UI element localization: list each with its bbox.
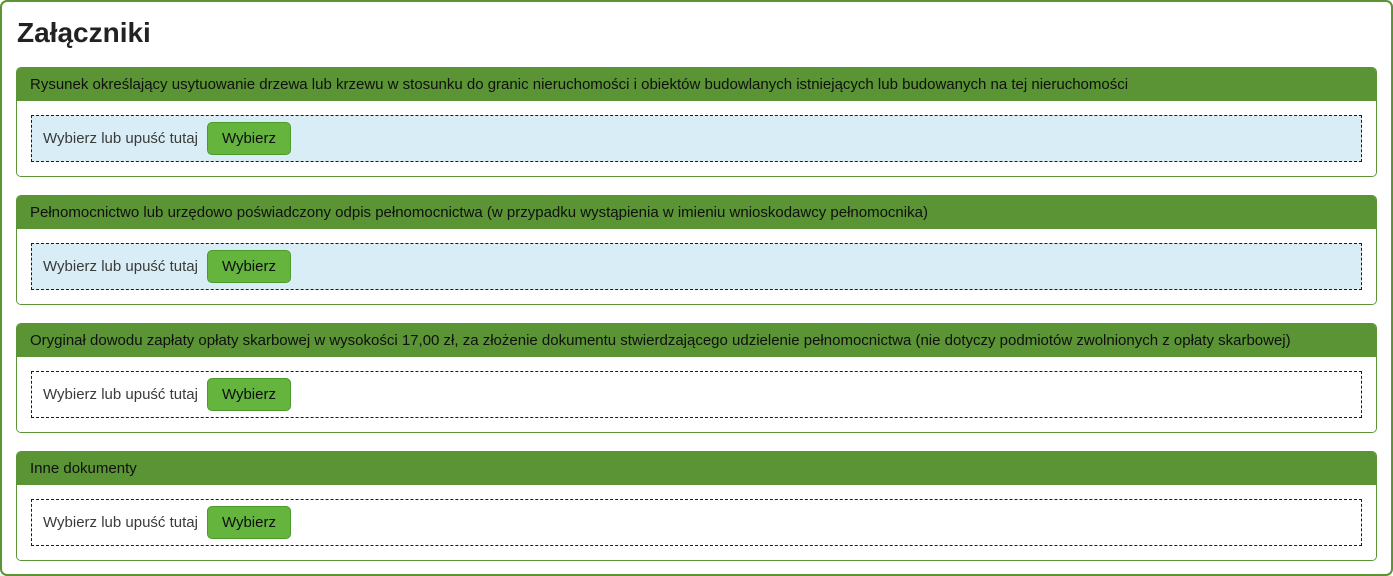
attachment-section-stamp-duty-proof: Oryginał dowodu zapłaty opłaty skarbowej…	[16, 322, 1377, 433]
attachment-section-other-documents: Inne dokumenty Wybierz lub upuść tutaj W…	[16, 450, 1377, 561]
file-dropzone[interactable]: Wybierz lub upuść tutaj Wybierz	[31, 114, 1362, 162]
browse-button[interactable]: Wybierz	[206, 377, 291, 411]
attachment-section-body: Wybierz lub upuść tutaj Wybierz	[17, 356, 1376, 432]
browse-button[interactable]: Wybierz	[206, 249, 291, 283]
dropzone-hint: Wybierz lub upuść tutaj	[43, 513, 198, 531]
attachment-section-power-of-attorney: Pełnomocnictwo lub urzędowo poświadczony…	[16, 194, 1377, 305]
browse-button[interactable]: Wybierz	[206, 121, 291, 155]
browse-button[interactable]: Wybierz	[206, 505, 291, 539]
dropzone-hint: Wybierz lub upuść tutaj	[43, 129, 198, 147]
file-dropzone[interactable]: Wybierz lub upuść tutaj Wybierz	[31, 498, 1362, 546]
dropzone-hint: Wybierz lub upuść tutaj	[43, 257, 198, 275]
attachment-section-drawing: Rysunek określający usytuowanie drzewa l…	[16, 66, 1377, 177]
attachment-section-body: Wybierz lub upuść tutaj Wybierz	[17, 484, 1376, 560]
attachment-section-title: Pełnomocnictwo lub urzędowo poświadczony…	[17, 195, 1376, 229]
dropzone-hint: Wybierz lub upuść tutaj	[43, 385, 198, 403]
attachment-section-title: Oryginał dowodu zapłaty opłaty skarbowej…	[17, 323, 1376, 357]
page-title: Załączniki	[17, 17, 151, 48]
attachment-section-title: Inne dokumenty	[17, 451, 1376, 485]
file-dropzone[interactable]: Wybierz lub upuść tutaj Wybierz	[31, 370, 1362, 418]
attachment-section-body: Wybierz lub upuść tutaj Wybierz	[17, 100, 1376, 176]
file-dropzone[interactable]: Wybierz lub upuść tutaj Wybierz	[31, 242, 1362, 290]
attachment-section-body: Wybierz lub upuść tutaj Wybierz	[17, 228, 1376, 304]
attachment-section-title: Rysunek określający usytuowanie drzewa l…	[17, 67, 1376, 101]
